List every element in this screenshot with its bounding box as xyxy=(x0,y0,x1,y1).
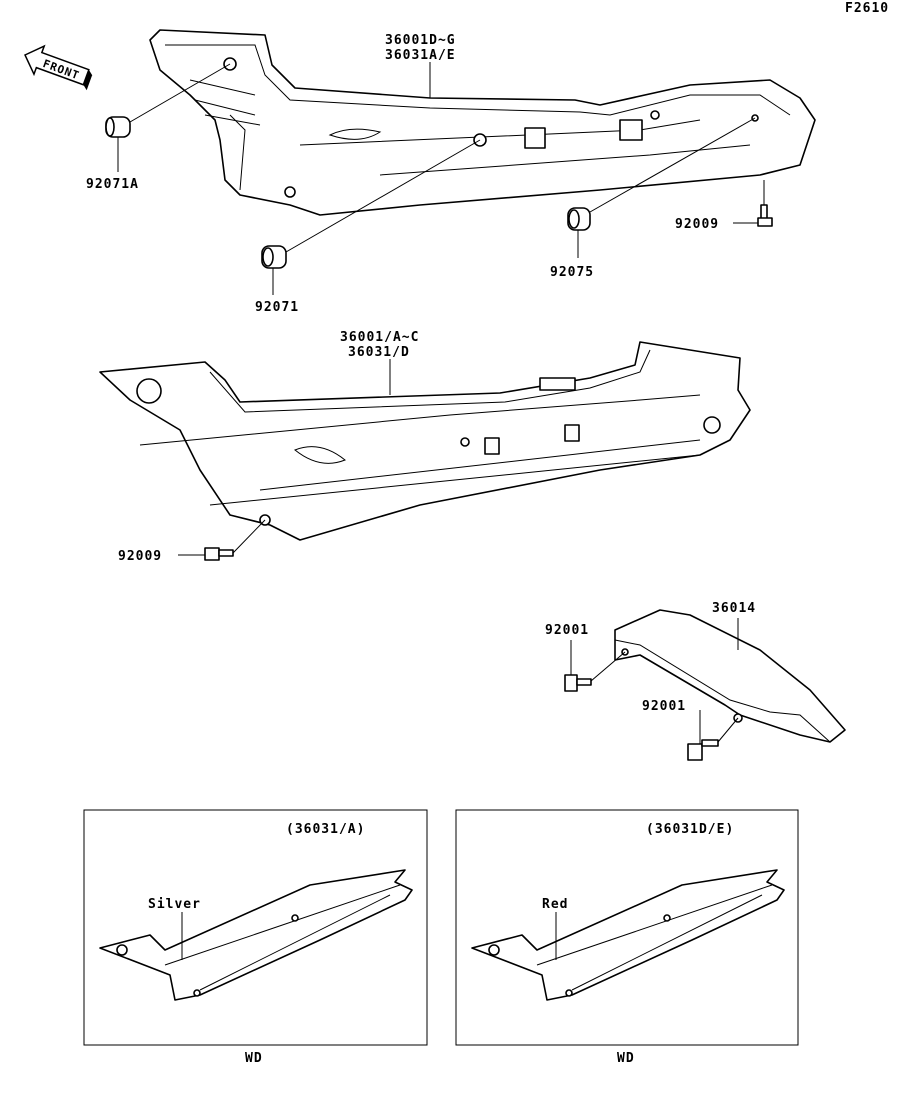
callout-upper-cover-1: 36001D~G xyxy=(385,33,456,48)
upper-side-cover xyxy=(149,29,816,216)
bolt-92009-lower xyxy=(204,547,234,561)
callout-92001-2: 92001 xyxy=(642,699,686,714)
screw-92001-1 xyxy=(564,674,592,692)
lower-side-cover xyxy=(99,341,751,541)
screw-92001-2 xyxy=(687,739,719,761)
inset-red-color: Red xyxy=(542,897,568,912)
callout-lower-cover-1: 36001/A~C xyxy=(340,330,419,345)
inset-silver-footer: WD xyxy=(245,1051,263,1066)
bolt-92009-upper xyxy=(757,204,773,227)
front-arrow-icon: FRONT xyxy=(24,44,93,91)
inset-red-title: (36031D/E) xyxy=(646,822,734,837)
callout-92071: 92071 xyxy=(255,300,299,315)
callout-lower-cover-2: 36031/D xyxy=(348,345,410,360)
callout-92009-lower: 92009 xyxy=(118,549,162,564)
inset-silver-color: Silver xyxy=(148,897,201,912)
grommet-92071A xyxy=(105,116,131,138)
grommet-92071 xyxy=(261,245,287,269)
figure-id: F2610 xyxy=(845,1,889,16)
callout-92071A: 92071A xyxy=(86,177,139,192)
grommet-92075 xyxy=(567,207,591,231)
callout-92075: 92075 xyxy=(550,265,594,280)
callout-92001-1: 92001 xyxy=(545,623,589,638)
callout-upper-cover-2: 36031A/E xyxy=(385,48,456,63)
inset-silver-title: (36031/A) xyxy=(286,822,365,837)
callout-36014: 36014 xyxy=(712,601,756,616)
inset-red: (36031D/E) Red WD xyxy=(455,809,799,1066)
callout-92009-upper: 92009 xyxy=(675,217,719,232)
inset-silver: (36031/A) Silver WD xyxy=(83,809,428,1066)
inset-red-footer: WD xyxy=(617,1051,635,1066)
tail-cover-36014 xyxy=(614,609,846,743)
